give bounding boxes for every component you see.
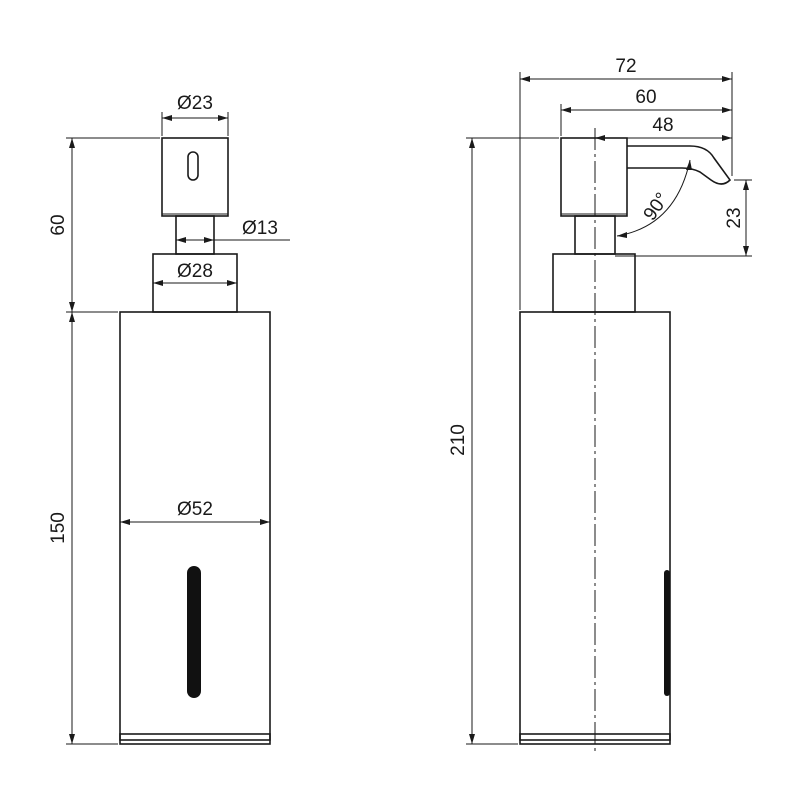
- side-base-strip: [519, 733, 671, 745]
- front-nozzle-slot: [187, 151, 199, 181]
- dim-spout-reach: 60: [560, 87, 732, 136]
- dim-collar-diameter: Ø28: [153, 261, 237, 286]
- dim-spout-length: 48: [595, 115, 732, 141]
- front-pump-cap: [161, 137, 229, 217]
- side-pump-cap: [560, 137, 628, 217]
- dim-front-heights: 60 150: [48, 137, 160, 745]
- dim-cap-diameter: Ø23: [161, 93, 229, 136]
- front-pump-stem: [175, 215, 215, 255]
- dim-total-height: 210: [448, 137, 559, 745]
- dim-spout-drop: 23: [615, 179, 752, 257]
- front-bottle-body: [119, 311, 271, 741]
- label-spout-drop: 23: [724, 207, 745, 228]
- label-pump-height: 60: [48, 214, 69, 235]
- front-base-strip: [119, 733, 271, 745]
- side-spout: [627, 145, 732, 185]
- side-level-window: [664, 570, 670, 696]
- dim-stem-diameter: Ø13: [176, 218, 290, 243]
- side-collar: [552, 253, 636, 313]
- side-bottle-body: [519, 311, 671, 741]
- label-spout-length: 48: [652, 115, 673, 136]
- label-overall-reach: 72: [615, 56, 636, 77]
- label-stem-diameter: Ø13: [242, 218, 278, 239]
- dim-overall-reach: 72: [519, 56, 733, 310]
- front-view: Ø23 Ø13 Ø28 Ø52: [48, 93, 290, 745]
- front-level-window: [187, 566, 201, 698]
- label-body-height: 150: [48, 512, 69, 544]
- dim-body-diameter: Ø52: [120, 499, 270, 525]
- label-spout-angle: 90°: [640, 189, 674, 225]
- label-cap-diameter: Ø23: [177, 93, 213, 114]
- label-spout-reach: 60: [635, 87, 656, 108]
- label-total-height: 210: [448, 424, 469, 456]
- label-body-diameter: Ø52: [177, 499, 213, 520]
- side-view: 72 60 48 23: [448, 56, 752, 752]
- label-collar-diameter: Ø28: [177, 261, 213, 282]
- dim-spout-angle: 90°: [616, 159, 692, 238]
